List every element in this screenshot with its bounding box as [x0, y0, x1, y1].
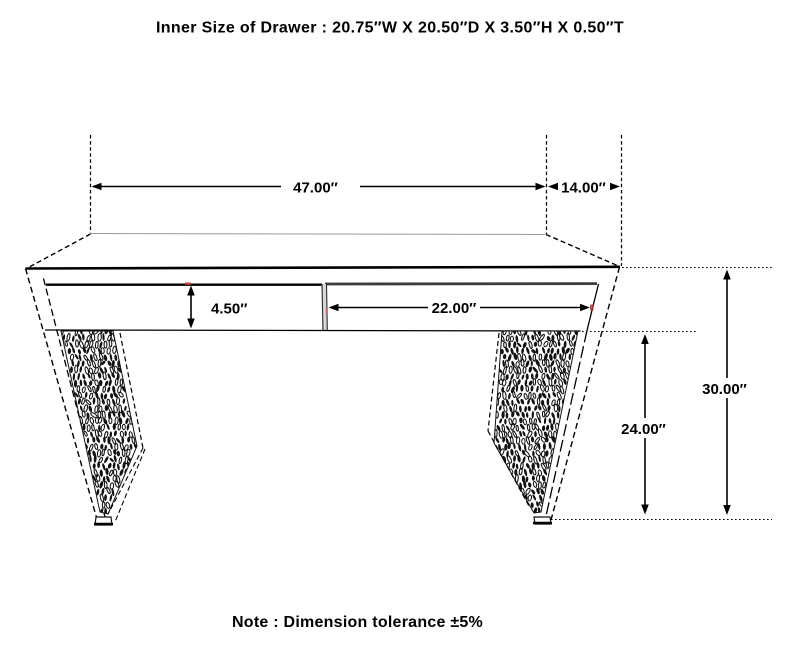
svg-text:30.00″: 30.00″ [702, 381, 747, 398]
svg-text:Inner Size of Drawer : 20.75″W: Inner Size of Drawer : 20.75″W X 20.50″D… [156, 20, 624, 37]
svg-text:47.00″: 47.00″ [293, 180, 338, 197]
svg-text:24.00″: 24.00″ [621, 421, 666, 438]
svg-text:22.00″: 22.00″ [432, 300, 477, 317]
svg-text:14.00″: 14.00″ [561, 180, 606, 197]
svg-text:Note : Dimension tolerance ±5%: Note : Dimension tolerance ±5% [232, 614, 483, 631]
svg-text:4.50″: 4.50″ [211, 301, 247, 318]
